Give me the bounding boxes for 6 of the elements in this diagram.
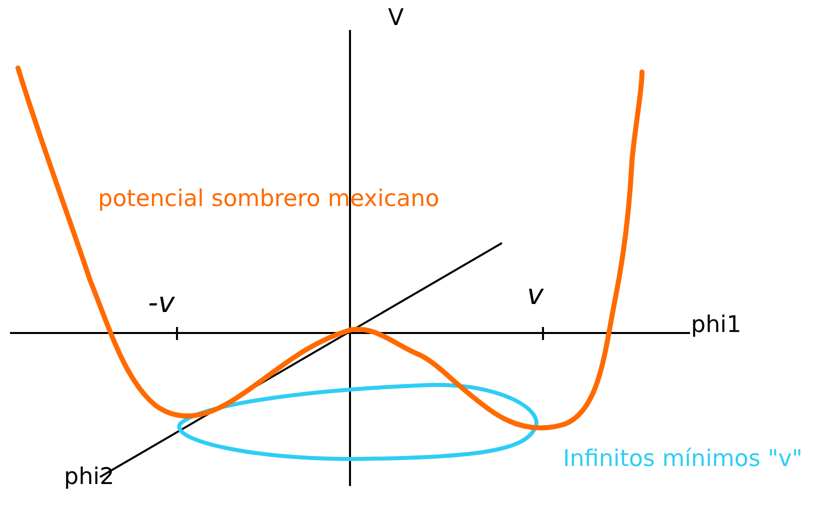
axis-label: phi2	[64, 465, 114, 490]
annotation-text: Infinitos mínimos "v"	[563, 447, 803, 472]
axis-label: V	[388, 6, 404, 32]
tick-label: -v	[148, 288, 175, 319]
axis-label: phi1	[691, 313, 742, 338]
tick-label: v	[527, 280, 544, 311]
